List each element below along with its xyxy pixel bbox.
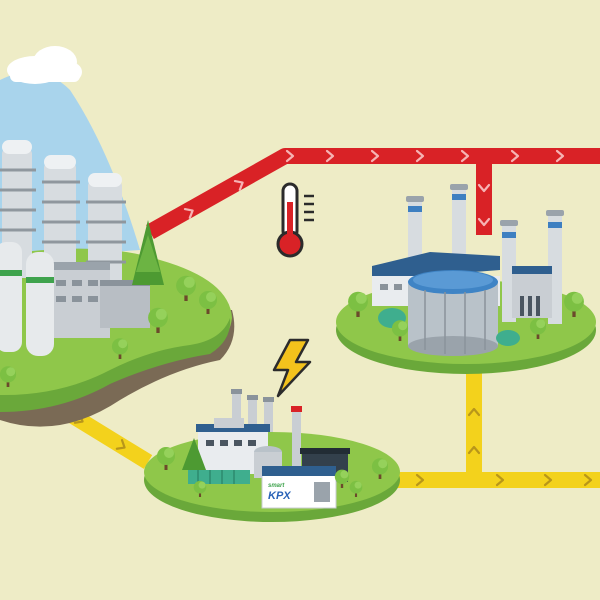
chp-plant-island: smart KPX xyxy=(144,389,400,522)
thermometer-icon xyxy=(276,182,314,258)
storage-towers xyxy=(0,242,54,356)
cloud-icon xyxy=(7,46,82,84)
heating-plant-island xyxy=(336,184,596,374)
lightning-bolt-icon xyxy=(272,338,312,398)
heat-distribution-pipe xyxy=(146,148,600,239)
kpx-office-building: smart KPX xyxy=(261,466,337,509)
kpx-logo-small: smart xyxy=(268,483,285,489)
refinery-island xyxy=(0,46,235,427)
heat-storage-tank xyxy=(408,270,498,356)
kpx-logo: KPX xyxy=(268,490,291,502)
